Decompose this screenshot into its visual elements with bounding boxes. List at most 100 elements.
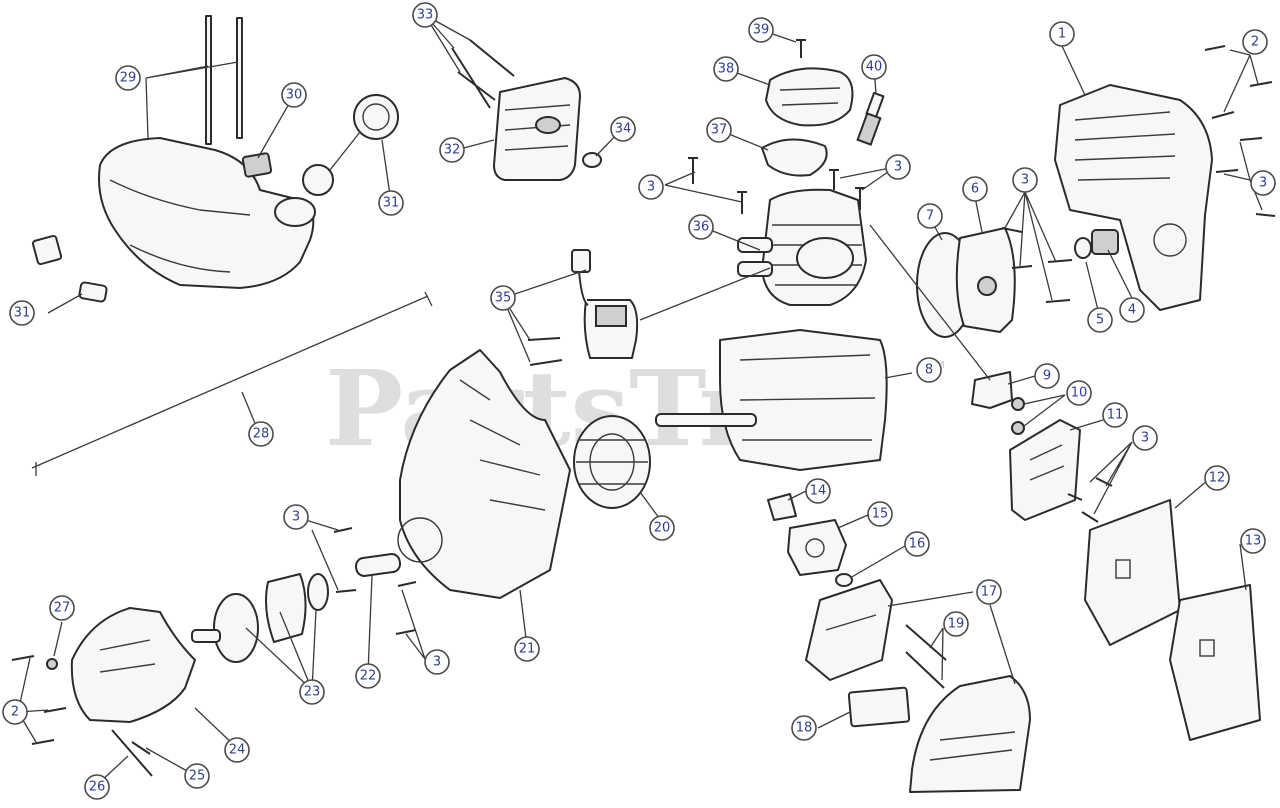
callout-19[interactable]: 19: [943, 611, 969, 637]
part-30-fuel-cap: [302, 94, 399, 196]
part-9-gasket: [971, 371, 1013, 409]
svg-text:18: 18: [796, 721, 813, 736]
part-31-grommets: [31, 152, 273, 303]
svg-text:28: 28: [253, 427, 270, 442]
callout-31-left[interactable]: 31: [9, 300, 35, 326]
callout-4[interactable]: 4: [1119, 297, 1145, 323]
svg-text:35: 35: [495, 291, 512, 306]
callout-3-cylinder-right[interactable]: 3: [885, 154, 911, 180]
part-2-screws-top: [1204, 45, 1273, 119]
callout-30[interactable]: 31: [378, 190, 404, 216]
callout-28[interactable]: 28: [248, 421, 274, 447]
part-drawings: [11, 15, 1276, 793]
callout-11[interactable]: 11: [1102, 402, 1128, 428]
part-21-fan-housing: [397, 349, 571, 599]
callout-2-bottom-left[interactable]: 2: [2, 699, 28, 725]
part-32-air-filter-cover: [493, 77, 581, 181]
callout-5[interactable]: 5: [1087, 307, 1113, 333]
callout-9[interactable]: 9: [1034, 363, 1060, 389]
callout-20[interactable]: 20: [649, 515, 675, 541]
svg-text:13: 13: [1245, 534, 1262, 549]
callout-34[interactable]: 34: [610, 116, 636, 142]
svg-text:33: 33: [417, 8, 434, 23]
svg-text:19: 19: [948, 617, 965, 632]
callout-8[interactable]: 8: [916, 357, 942, 383]
callout-26[interactable]: 26: [84, 774, 110, 800]
callout-6[interactable]: 6: [962, 176, 988, 202]
callout-32[interactable]: 32: [439, 137, 465, 163]
svg-text:3: 3: [1259, 176, 1267, 191]
svg-text:11: 11: [1107, 408, 1124, 423]
callout-35[interactable]: 35: [490, 285, 516, 311]
part-6-plate: [955, 227, 1016, 333]
svg-text:4: 4: [1128, 303, 1136, 318]
callout-10[interactable]: 10: [1066, 380, 1092, 406]
svg-text:22: 22: [360, 669, 377, 684]
part-3-cylinder-screws: [688, 157, 865, 214]
callout-1[interactable]: 1: [1049, 21, 1075, 47]
svg-text:24: 24: [229, 743, 246, 758]
callout-3-housing-left[interactable]: 3: [283, 504, 309, 530]
callout-13[interactable]: 13: [1240, 528, 1266, 554]
callout-27[interactable]: 27: [49, 595, 75, 621]
part-11-carburetor-block: [1009, 419, 1081, 521]
svg-text:8: 8: [925, 363, 933, 378]
part-2-screws-bottom: [11, 655, 67, 745]
callout-36[interactable]: 36: [688, 214, 714, 240]
svg-text:3: 3: [292, 510, 300, 525]
part-26-bolt: [111, 729, 153, 777]
callout-17[interactable]: 17: [976, 579, 1002, 605]
callout-33[interactable]: 33: [412, 2, 438, 28]
callout-3-housing-bottom[interactable]: 3: [424, 649, 450, 675]
svg-text:3: 3: [1141, 431, 1149, 446]
svg-text:36: 36: [693, 220, 710, 235]
callout-12[interactable]: 12: [1204, 465, 1230, 491]
part-23-clutch: [213, 573, 329, 663]
part-22-shaft: [354, 553, 402, 577]
callout-3-cylinder-left[interactable]: 3: [638, 174, 664, 200]
svg-text:6: 6: [971, 182, 979, 197]
part-24-gear-head: [70, 607, 221, 723]
callout-3-right-edge[interactable]: 3: [1250, 170, 1276, 196]
callout-14[interactable]: 14: [805, 478, 831, 504]
part-4-fitting: [1091, 229, 1119, 255]
callout-3-carburetor[interactable]: 3: [1132, 425, 1158, 451]
part-34-o-ring: [582, 152, 602, 168]
svg-text:17: 17: [981, 585, 998, 600]
part-33-screws: [451, 39, 515, 109]
callout-16[interactable]: 16: [904, 531, 930, 557]
callout-18[interactable]: 18: [791, 715, 817, 741]
callout-40[interactable]: 40: [861, 54, 887, 80]
leader-lines: [17, 14, 1263, 784]
part-17-air-filter-cover: [909, 675, 1031, 793]
callout-24[interactable]: 24: [224, 737, 250, 763]
svg-text:7: 7: [926, 209, 934, 224]
svg-text:12: 12: [1209, 471, 1226, 486]
callout-21[interactable]: 21: [514, 636, 540, 662]
svg-text:3: 3: [433, 655, 441, 670]
callout-7[interactable]: 7: [917, 203, 943, 229]
svg-text:3: 3: [647, 180, 655, 195]
callout-23[interactable]: 23: [299, 679, 325, 705]
callout-22[interactable]: 22: [355, 663, 381, 689]
part-27-nut: [46, 658, 58, 670]
callout-39[interactable]: 39: [748, 17, 774, 43]
callout-31-top[interactable]: 30: [281, 82, 307, 108]
callout-38[interactable]: 38: [713, 56, 739, 82]
part-13-panel: [1169, 584, 1261, 741]
part-37-gasket: [761, 138, 828, 177]
svg-text:15: 15: [872, 507, 889, 522]
callout-25[interactable]: 25: [184, 763, 210, 789]
part-19-screws: [905, 624, 947, 689]
alignment-line: [869, 224, 991, 381]
callout-3-side-screws[interactable]: 3: [1012, 167, 1038, 193]
callout-2-top-right[interactable]: 2: [1242, 29, 1268, 55]
part-18-filter-element: [847, 686, 911, 728]
callout-37[interactable]: 37: [706, 117, 732, 143]
svg-text:23: 23: [304, 685, 321, 700]
callout-15[interactable]: 15: [867, 501, 893, 527]
callout-29[interactable]: 29: [115, 65, 141, 91]
svg-text:1: 1: [1058, 27, 1066, 42]
svg-text:29: 29: [120, 71, 137, 86]
